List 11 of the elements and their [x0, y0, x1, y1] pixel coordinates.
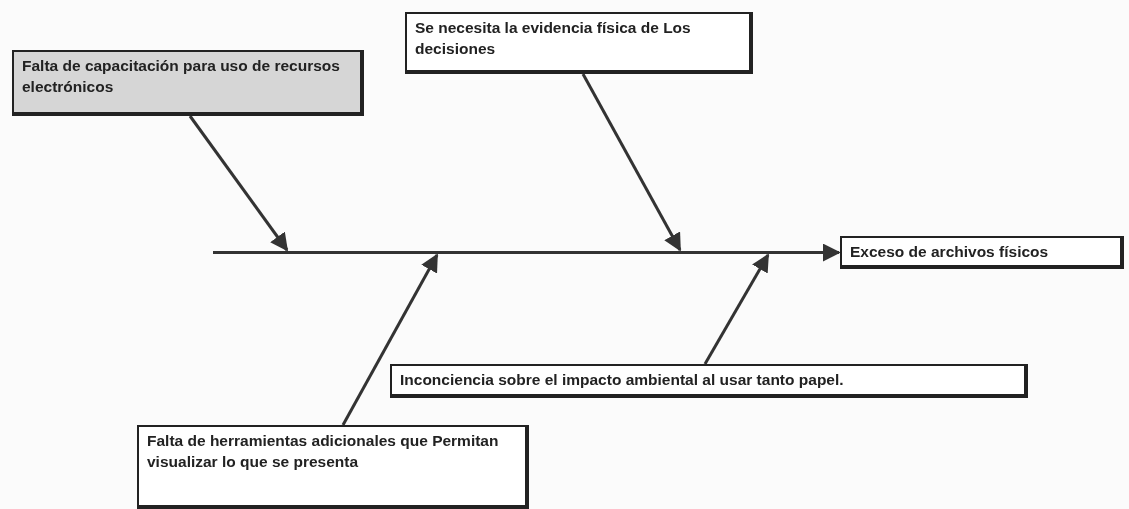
arrow — [803, 243, 841, 262]
effect-box: Exceso de archivos físicos — [840, 236, 1124, 269]
arrow — [188, 115, 289, 252]
arrow — [581, 73, 682, 252]
cause-box: Inconciencia sobre el impacto ambiental al usar tanto papel. — [390, 364, 1028, 398]
spine-line — [213, 251, 803, 254]
cause-box: Falta de capacitación para uso de recursos electrónicos — [12, 50, 364, 116]
arrow — [341, 253, 439, 426]
cause-box: Falta de herramientas adicionales que Permitan visualizar lo que se presenta — [137, 425, 529, 509]
arrow — [703, 253, 770, 365]
cause-box: Se necesita la evidencia física de Los decisiones — [405, 12, 753, 74]
